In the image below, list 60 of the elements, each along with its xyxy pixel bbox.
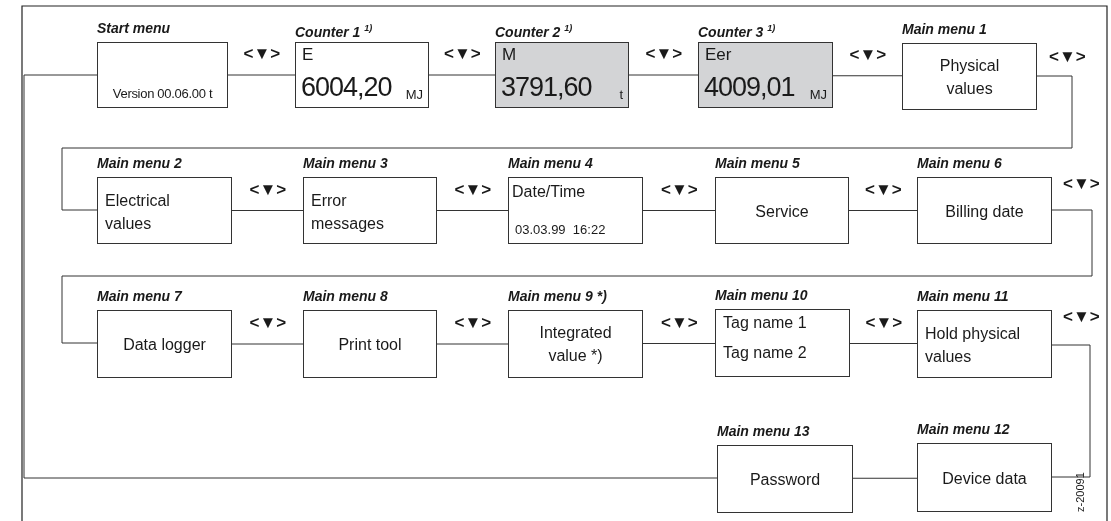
version-text: Version 00.06.00 t xyxy=(111,86,214,101)
display-text: Tag name 2 xyxy=(723,344,807,362)
display-symbol: E xyxy=(302,46,314,65)
menu-heading: Counter 1 $^{1)}$ xyxy=(295,22,373,40)
connector-line xyxy=(852,477,918,479)
unit-text: MJ xyxy=(809,87,827,102)
display-text: Date/Time xyxy=(512,183,586,201)
display-text: Physical values xyxy=(938,55,1001,99)
menu-heading: Start menu xyxy=(97,20,171,36)
display-text: Device data xyxy=(941,468,1028,488)
connector-line xyxy=(832,75,903,77)
unit-text: t xyxy=(619,87,623,102)
display-text: Billing date xyxy=(944,201,1025,222)
counter-value: 6004,20 xyxy=(301,73,392,103)
connector-line xyxy=(227,74,296,76)
menu-heading: Main menu 12 xyxy=(917,421,1010,437)
connector-line xyxy=(428,74,496,76)
unit-text: MJ xyxy=(405,87,423,102)
menu-heading: Main menu 6 xyxy=(917,155,1002,171)
connector-line xyxy=(231,343,304,345)
display-text: Data logger xyxy=(122,334,207,355)
menu-heading: Main menu 10 xyxy=(715,287,808,303)
display-symbol: Eer xyxy=(705,46,732,65)
menu-heading: Main menu 8 xyxy=(303,288,388,304)
display-text: Tag name 1 xyxy=(723,314,807,332)
connector-line xyxy=(61,75,1073,211)
counter-value: 3791,60 xyxy=(501,73,592,103)
menu-heading: Main menu 13 xyxy=(717,423,810,439)
connector-line xyxy=(849,343,918,344)
connector-line xyxy=(231,210,304,211)
menu-heading: Main menu 11 xyxy=(917,288,1009,304)
display-text: Electrical values xyxy=(105,190,171,234)
display-symbol: M xyxy=(502,46,517,65)
menu-heading: Main menu 5 xyxy=(715,155,800,171)
connector-line xyxy=(642,210,716,211)
connector-line xyxy=(1051,344,1091,478)
menu-heading: Main menu 1 xyxy=(902,21,987,37)
figure-number: z-20091 xyxy=(1074,472,1086,512)
connector-line xyxy=(642,343,716,344)
display-text: Integrated value *) xyxy=(538,323,613,366)
menu-heading: Main menu 7 xyxy=(97,288,182,304)
connector-line xyxy=(848,210,918,211)
connector-line xyxy=(23,74,718,479)
display-text: Hold physical values xyxy=(925,324,1022,367)
menu-heading: Main menu 4 xyxy=(508,155,593,171)
display-text: Service xyxy=(754,201,810,221)
display-text: Error messages xyxy=(311,190,385,234)
menu-heading: Main menu 3 xyxy=(303,155,388,171)
counter-value: 4009,01 xyxy=(704,73,795,103)
connector-line xyxy=(436,343,509,345)
menu-heading: Main menu 9 *) xyxy=(508,288,607,304)
date-time-value: 03.03.99 16:22 xyxy=(515,222,606,237)
display-text: Password xyxy=(748,469,822,490)
connector-line xyxy=(436,210,509,211)
display-text: Print tool xyxy=(337,334,403,355)
menu-heading: Counter 3 $^{1)}$ xyxy=(698,22,776,40)
connector-line xyxy=(61,209,1093,344)
menu-heading: Main menu 2 xyxy=(97,155,182,171)
menu-heading: Counter 2 $^{1)}$ xyxy=(495,22,573,40)
connector-line xyxy=(628,74,699,76)
